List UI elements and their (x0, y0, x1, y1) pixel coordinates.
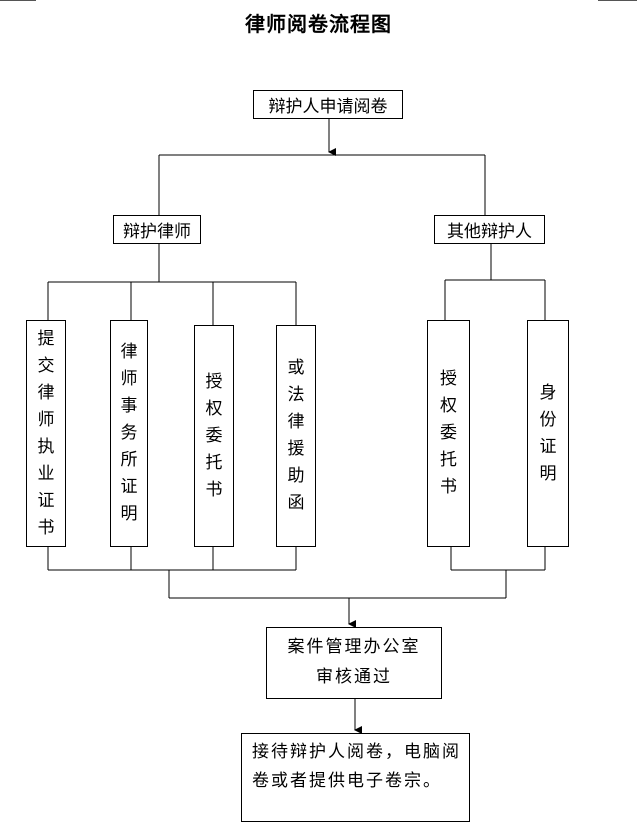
node-lawyer-doc-legal-aid-letter: 或法律援助函 (276, 325, 316, 547)
node-apply: 辩护人申请阅卷 (253, 90, 403, 119)
node-other-doc-power-of-attorney: 授权委托书 (427, 320, 470, 547)
node-lawyer-doc-firm-proof: 律师事务所证明 (110, 320, 148, 547)
node-review: 案件管理办公室 审核通过 (266, 627, 442, 699)
node-result: 接待辩护人阅卷，电脑阅卷或者提供电子卷宗。 (241, 733, 470, 822)
node-lawyer-doc-power-of-attorney: 授权委托书 (194, 325, 234, 547)
node-review-line2: 审核通过 (316, 667, 392, 687)
node-lawyer: 辩护律师 (113, 215, 201, 244)
corner-mark-right (598, 0, 637, 3)
corner-mark-left (0, 0, 36, 3)
node-review-line1: 案件管理办公室 (287, 637, 421, 657)
node-other-doc-id-proof: 身份证明 (527, 320, 569, 547)
node-lawyer-doc-license: 提交律师执业证书 (26, 320, 66, 547)
node-other: 其他辩护人 (434, 215, 545, 244)
diagram-title: 律师阅卷流程图 (245, 12, 392, 36)
